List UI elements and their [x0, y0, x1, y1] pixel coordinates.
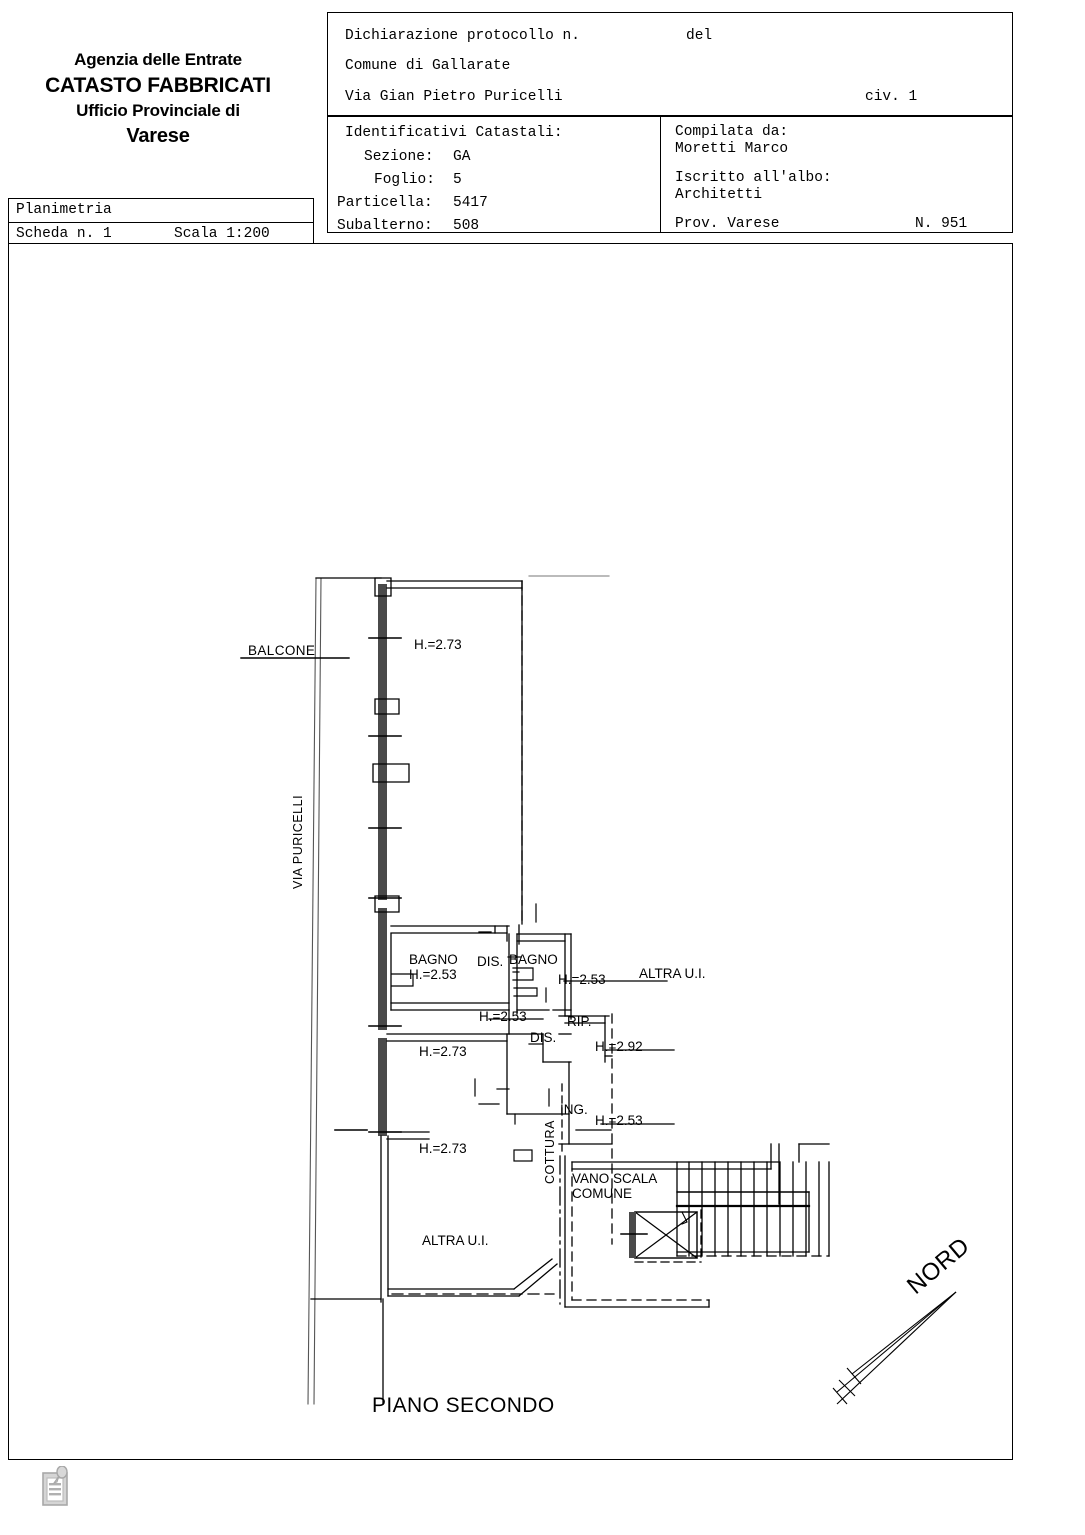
vano-scala-line-2: COMUNE [572, 1186, 632, 1201]
compilatore-name: Moretti Marco [675, 141, 789, 157]
declaration-del-label: del [686, 28, 713, 44]
room-label-dis-2: DIS. [530, 1030, 557, 1045]
civico-label: civ. 1 [865, 89, 918, 105]
room-height-cucina: H.=2.73 [419, 1141, 467, 1156]
declaration-box: Dichiarazione protocollo n. del Comune d… [327, 12, 1013, 116]
room-height-rip: H.=2.92 [595, 1039, 643, 1054]
subalterno-value: 508 [453, 218, 480, 234]
document-clipboard-icon [42, 1466, 68, 1506]
planimetria-box: Planimetria Scheda n. 1 Scala 1:200 [8, 198, 314, 247]
compilata-da-box: Compilata da: Moretti Marco Iscritto all… [660, 116, 1013, 233]
room-label-dis-1: DIS. [477, 954, 504, 969]
subalterno-label: Subalterno: [337, 218, 433, 234]
vano-scala-line-1: VANO SCALA [572, 1171, 658, 1186]
particella-label: Particella: [337, 195, 433, 211]
floor-level-label: PIANO SECONDO [372, 1394, 555, 1417]
albo-title: Iscritto all'albo: [675, 170, 832, 186]
agency-line-3: Ufficio Provinciale di [76, 101, 240, 120]
altra-ui-label-right: ALTRA U.I. [639, 966, 706, 981]
room-label-bagno-right: BAGNO [509, 952, 558, 967]
north-arrow-icon [832, 1291, 957, 1405]
room-label-ing: ING. [560, 1102, 588, 1117]
room-height-top: H.=2.73 [414, 637, 462, 652]
room-label-bagno-left: BAGNO [409, 952, 458, 967]
street-label-via-puricelli: VIA PURICELLI [291, 794, 305, 889]
albo-value: Architetti [675, 187, 763, 203]
room-height-left-mid: H.=2.73 [419, 1044, 467, 1059]
comune-label: Comune di Gallarate [345, 58, 511, 74]
identificativi-catastali-box: Identificativi Catastali: Sezione: GA Fo… [327, 116, 661, 234]
room-height-bagno-left: H.=2.53 [409, 967, 457, 982]
room-height-bagno-right: H.=2.53 [558, 972, 606, 987]
balcone-label: BALCONE [248, 643, 316, 658]
planimetria-title: Planimetria [9, 199, 313, 223]
room-height-corridor: H.=2.53 [479, 1009, 527, 1024]
altra-ui-label-bottom: ALTRA U.I. [422, 1233, 489, 1248]
room-height-ing: H.=2.53 [595, 1113, 643, 1128]
agency-line-2: CATASTO FABBRICATI [45, 74, 271, 97]
declaration-label: Dichiarazione protocollo n. [345, 28, 580, 44]
via-label: Via Gian Pietro Puricelli [345, 89, 563, 105]
scala-value: Scala 1:200 [174, 226, 270, 242]
foglio-label: Foglio: [374, 172, 435, 188]
sezione-value: GA [453, 149, 471, 165]
identificativi-title: Identificativi Catastali: [345, 125, 563, 141]
planimetria-scheda-row: Scheda n. 1 Scala 1:200 [9, 223, 313, 246]
albo-number: N. 951 [915, 216, 968, 232]
floor-plan-drawing [240, 575, 957, 1405]
particella-value: 5417 [453, 195, 488, 211]
prov-label: Prov. Varese [675, 216, 780, 232]
compilata-title: Compilata da: [675, 124, 789, 140]
planimetria-drawing-frame: BALCONE VIA PURICELLI H.=2.73 BAGNO H.=2… [8, 243, 1013, 1460]
scheda-number: Scheda n. 1 [16, 226, 112, 242]
foglio-value: 5 [453, 172, 462, 188]
sezione-label: Sezione: [364, 149, 434, 165]
agency-line-4: Varese [126, 125, 190, 147]
agency-block: Agenzia delle Entrate CATASTO FABBRICATI… [8, 48, 308, 150]
agency-line-1: Agenzia delle Entrate [74, 50, 242, 69]
room-label-rip: RIP. [567, 1014, 592, 1029]
room-label-cottura: COTTURA [543, 1120, 557, 1184]
